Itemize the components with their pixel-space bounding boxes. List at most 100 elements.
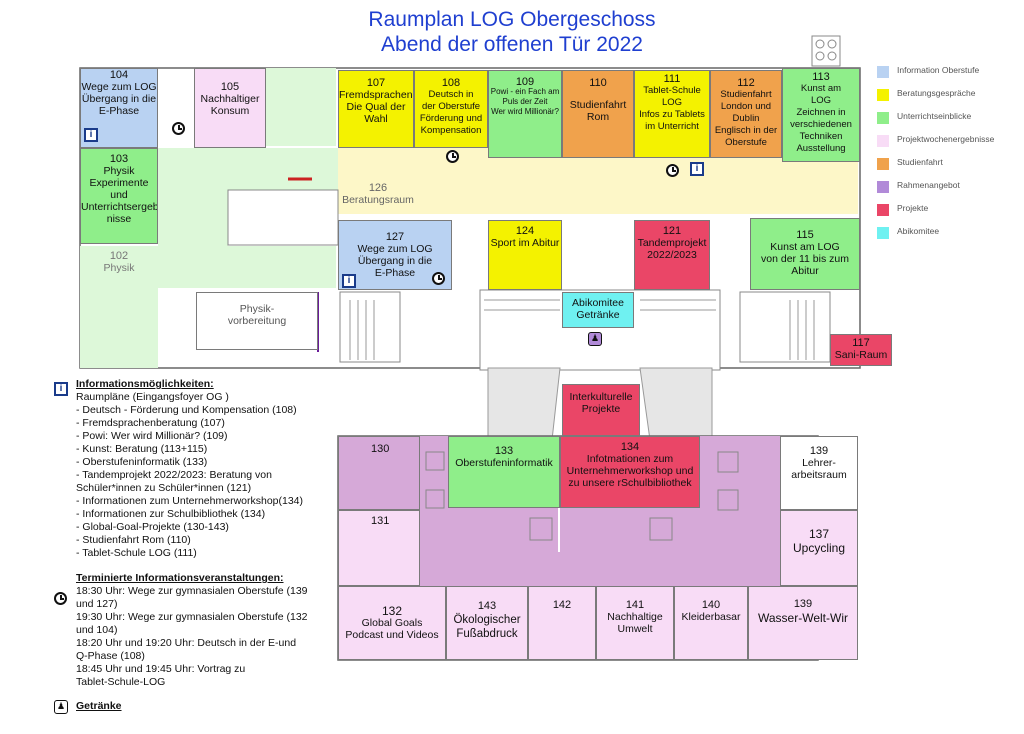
room-130[interactable]: 130 — [338, 436, 420, 510]
info-line: - Informationen zum Unternehmerworkshop(… — [76, 495, 304, 507]
room-139b-number: 139 — [793, 598, 813, 610]
room-110-label: Studienfahrt Rom — [569, 99, 627, 123]
room-142[interactable]: 142 — [528, 586, 596, 660]
room-139a-label: Lehrer- arbeitsraum — [791, 457, 847, 481]
room-132-number: 132 — [381, 604, 403, 618]
abikomitee-label: Abikomitee Getränke — [572, 297, 624, 321]
room-102-number: 102 — [109, 250, 129, 262]
room-physik-vorbereitung[interactable]: Physik- vorbereitung — [196, 292, 318, 350]
room-111[interactable]: 111 Tablet-Schule LOG Infos zu Tablets i… — [634, 70, 710, 158]
room-131-number: 131 — [371, 515, 390, 527]
room-133-label: Oberstufeninformatik — [455, 457, 553, 469]
legend-label: Beratungsgespräche — [897, 88, 976, 98]
room-131[interactable]: 131 — [338, 510, 420, 586]
room-132[interactable]: 132 Global Goals Podcast und Videos — [338, 586, 446, 660]
legend-swatch — [877, 227, 889, 239]
room-117[interactable]: 117 Sani-Raum — [830, 334, 892, 366]
room-112-label: Studienfahrt London und Dublin Englisch … — [714, 89, 778, 148]
info-line: - Global-Goal-Projekte (130-143) — [76, 521, 229, 533]
room-107[interactable]: 107 Fremdsprachen- Die Qual der Wahl — [338, 70, 414, 148]
room-104-label: Wege zum LOG Übergang in die E-Phase — [81, 81, 157, 117]
area-interkulturelle-projekte[interactable]: Interkulturelle Projekte — [562, 384, 640, 436]
room-143-label: Ökologischer Fußabdruck — [453, 614, 521, 640]
alarm-clock-icon — [666, 164, 679, 177]
room-124[interactable]: 124 Sport im Abitur — [488, 220, 562, 290]
room-127-label: Wege zum LOG Übergang in die E-Phase — [357, 243, 433, 279]
room-143[interactable]: 143 Ökologischer Fußabdruck — [446, 586, 528, 660]
legend-swatch — [877, 181, 889, 193]
info-line: Raumpläne (Eingangsfoyer OG ) — [76, 391, 229, 403]
room-141[interactable]: 141 Nachhaltige Umwelt — [596, 586, 674, 660]
legend-label: Projekte — [897, 203, 929, 213]
info-icon: i — [54, 382, 68, 396]
room-109-label: Powi - ein Fach am Puls der Zeit Wer wir… — [490, 87, 560, 116]
room-103[interactable]: 103 Physik Experimente und Unterrichtser… — [80, 148, 158, 244]
room-126-number: 126 — [368, 182, 388, 194]
info-line: - Deutsch - Förderung und Kompensation (… — [76, 404, 297, 416]
legend-item: Projektwochenergebnisse — [877, 133, 1017, 149]
drink-icon: ♟ — [54, 700, 68, 714]
room-102[interactable]: 102 Physik — [80, 246, 158, 286]
drink-icon: ♟ — [588, 332, 602, 346]
room-134-label: Infotmationen zum Unternehmerworkshop un… — [566, 453, 694, 489]
termine-line: 18:20 Uhr und 19:20 Uhr: Deutsch in der … — [76, 637, 297, 649]
room-113-label: Kunst am LOG Zeichnen in verschiedenen T… — [790, 83, 852, 154]
interkulturelle-label: Interkulturelle Projekte — [569, 391, 633, 415]
room-121-label: Tandemprojekt 2022/2023 — [637, 237, 707, 261]
legend-item: Studienfahrt — [877, 156, 1017, 172]
termine-line: 18:45 Uhr und 19:45 Uhr: Vortrag zu — [76, 663, 246, 675]
legend-item: Projekte — [877, 202, 1017, 218]
room-102-label: Physik — [103, 262, 135, 274]
room-140-number: 140 — [701, 599, 721, 611]
room-108-number: 108 — [441, 77, 461, 89]
room-127[interactable]: 127 Wege zum LOG Übergang in die E-Phase — [338, 220, 452, 290]
legend-swatch — [877, 89, 889, 101]
room-137[interactable]: 137 Upcycling — [780, 510, 858, 586]
room-124-label: Sport im Abitur — [490, 237, 560, 249]
room-109[interactable]: 109 Powi - ein Fach am Puls der Zeit Wer… — [488, 70, 562, 158]
room-105[interactable]: 105 Nachhaltiger Konsum — [194, 68, 266, 148]
room-113[interactable]: 113 Kunst am LOG Zeichnen in verschieden… — [782, 68, 860, 162]
room-139-lehrerarbeitsraum[interactable]: 139 Lehrer- arbeitsraum — [780, 436, 858, 510]
legend-label: Projektwochenergebnisse — [897, 134, 995, 144]
room-142-number: 142 — [552, 599, 572, 611]
room-132-label: Global Goals Podcast und Videos — [345, 617, 439, 641]
legend-label: Studienfahrt — [897, 157, 943, 167]
room-137-label: Upcycling — [792, 541, 846, 555]
room-121[interactable]: 121 Tandemprojekt 2022/2023 — [634, 220, 710, 290]
room-110[interactable]: 110 Studienfahrt Rom — [562, 70, 634, 158]
room-113-number: 113 — [812, 71, 830, 83]
room-112[interactable]: 112 Studienfahrt London und Dublin Engli… — [710, 70, 782, 158]
termine-line: Tablet-Schule-LOG — [76, 676, 166, 688]
room-107-label: Fremdsprachen- Die Qual der Wahl — [339, 89, 414, 125]
room-140-label: Kleiderbasar — [681, 611, 741, 623]
getraenke-label: Getränke — [76, 700, 122, 712]
room-abikomitee[interactable]: Abikomitee Getränke — [562, 292, 634, 328]
room-126[interactable]: 126 Beratungsraum — [338, 180, 418, 214]
room-115[interactable]: 115 Kunst am LOG von der 11 bis zum Abit… — [750, 218, 860, 290]
info-heading: Informationsmöglichkeiten: — [76, 378, 214, 390]
legend-swatch — [877, 158, 889, 170]
alarm-clock-icon — [446, 150, 459, 163]
info-line: Schüler*innen zu Schüler*innen (121) — [76, 482, 252, 494]
info-line: - Powi: Wer wird Millionär? (109) — [76, 430, 228, 442]
info-line: - Kunst: Beratung (113+115) — [76, 443, 208, 455]
room-111-label: Tablet-Schule LOG Infos zu Tablets im Un… — [639, 85, 705, 132]
room-139-wasser[interactable]: 139 Wasser-Welt-Wir — [748, 586, 858, 660]
legend-label: Unterrichtseinblicke — [897, 111, 972, 121]
info-possibilities: Informationsmöglichkeiten: Raumpläne (Ei… — [76, 378, 303, 560]
legend-item: Beratungsgespräche — [877, 87, 1017, 103]
room-108[interactable]: 108 Deutsch in der Oberstufe Förderung u… — [414, 70, 488, 148]
room-105-label: Nachhaltiger Konsum — [200, 93, 260, 117]
info-icon: i — [690, 162, 704, 176]
info-line: - Informationen zur Schulbibliothek (134… — [76, 508, 266, 520]
room-134-number: 134 — [620, 441, 640, 453]
info-line: - Tablet-Schule LOG (111) — [76, 547, 197, 559]
room-140[interactable]: 140 Kleiderbasar — [674, 586, 748, 660]
room-104[interactable]: 104 Wege zum LOG Übergang in die E-Phase — [80, 68, 158, 148]
room-134[interactable]: 134 Infotmationen zum Unternehmerworksho… — [560, 436, 700, 508]
info-line: - Oberstufeninformatik (133) — [76, 456, 208, 468]
room-133[interactable]: 133 Oberstufeninformatik — [448, 436, 560, 508]
info-line: - Tandemprojekt 2022/2023: Beratung von — [76, 469, 272, 481]
room-110-number: 110 — [589, 77, 607, 89]
